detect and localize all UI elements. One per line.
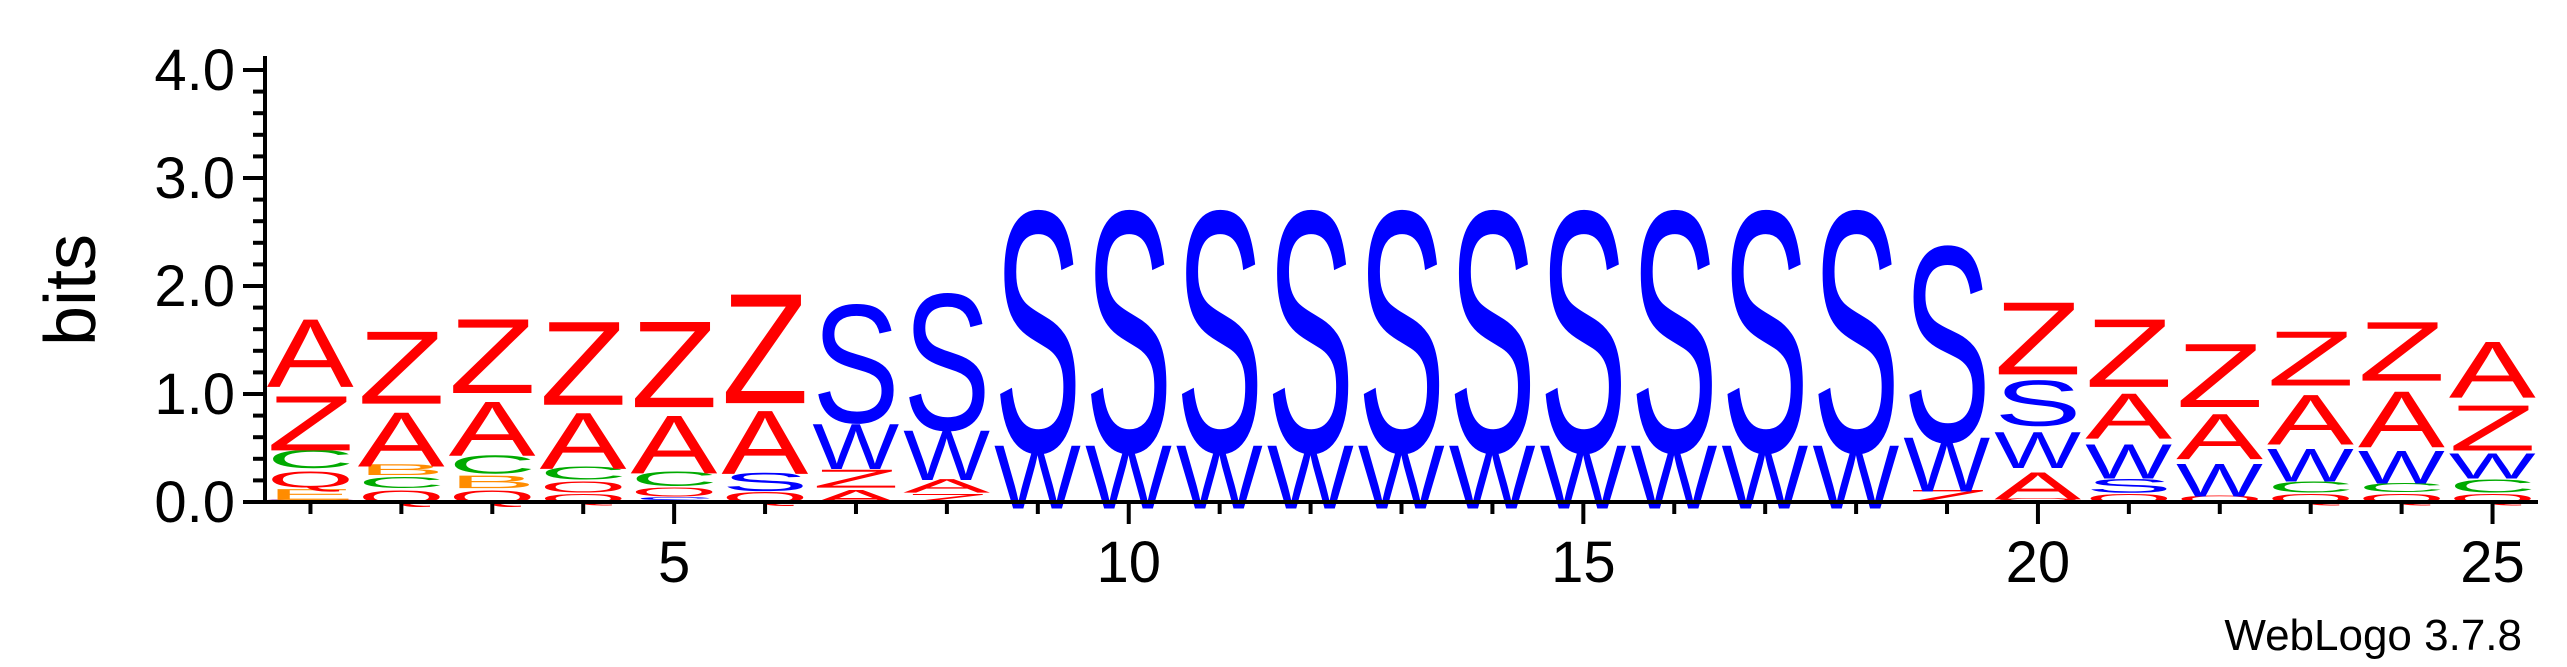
- logo-letter-a: A: [2358, 374, 2446, 464]
- logo-letter-s: S: [1176, 140, 1263, 525]
- logo-letter-b: B: [358, 461, 445, 478]
- logo-letter-a: A: [721, 391, 808, 493]
- logo-letter-z: Z: [358, 310, 445, 426]
- y-axis: 0.0 1.0 2.0 3.0 4.0: [154, 38, 267, 535]
- logo-letter-c: C: [630, 467, 717, 490]
- weblogo-credit: WebLogo 3.7.8: [2224, 611, 2522, 660]
- logo-letter-s: S: [1903, 189, 1990, 502]
- x-tick-label: 25: [2460, 530, 2525, 595]
- logo-letter-s: S: [1358, 140, 1445, 525]
- logo-letter-w: W: [1903, 422, 1990, 509]
- y-tick-label: 3.0: [154, 146, 235, 211]
- logo-letter-s: S: [1722, 140, 1809, 525]
- logo-letter-s: S: [1267, 140, 1354, 525]
- logo-letter-z: Z: [2267, 316, 2354, 403]
- logo-letter-w: W: [2267, 440, 2354, 492]
- plot-area: VEQCZAQCBAZQBCAZQOCAZSOCAZQSAZAZWSZAWSWS…: [267, 140, 2537, 528]
- x-tick-label: 20: [2006, 530, 2071, 595]
- logo-letter-b: B: [449, 472, 536, 493]
- logo-letter-s: S: [812, 270, 899, 459]
- logo-letter-o: O: [540, 478, 627, 496]
- logo-letter-z: Z: [267, 380, 354, 467]
- logo-letter-z: Z: [540, 297, 627, 431]
- logo-letter-c: C: [540, 463, 627, 483]
- logo-letter-w: W: [2449, 446, 2536, 487]
- logo-letter-e: E: [267, 486, 354, 503]
- logo-letter-z: Z: [449, 296, 536, 415]
- logo-letter-a: A: [630, 399, 717, 492]
- logo-letter-z: Z: [2358, 304, 2445, 398]
- logo-letter-a: A: [2176, 400, 2263, 473]
- logo-letter-z: Z: [1994, 281, 2081, 397]
- logo-letter-a: A: [267, 300, 354, 409]
- logo-letter-o: O: [2176, 493, 2263, 505]
- logo-letter-z: Z: [721, 261, 808, 437]
- y-tick-label: 0.0: [154, 470, 235, 535]
- logo-letter-s: S: [1812, 140, 1899, 525]
- x-tick-label: 10: [1096, 530, 1161, 595]
- logo-letter-w: W: [2085, 434, 2172, 490]
- logo-letter-s: S: [630, 495, 717, 504]
- logo-letter-s: S: [1631, 140, 1718, 525]
- logo-letter-s: S: [994, 140, 1081, 525]
- logo-letter-a: A: [2085, 380, 2172, 453]
- logo-letter-s: S: [903, 253, 990, 472]
- logo-letter-w: W: [2176, 455, 2263, 507]
- logo-letter-s: S: [1994, 366, 2081, 439]
- logo-letter-c: C: [449, 450, 536, 479]
- logo-letter-w: W: [2358, 442, 2445, 494]
- logo-letter-c: C: [267, 445, 354, 474]
- logo-letter-s: S: [2085, 475, 2172, 497]
- logo-letter-a: A: [2267, 380, 2354, 460]
- logo-letter-a: A: [449, 385, 536, 472]
- logo-letter-c: C: [2267, 478, 2354, 495]
- logo-letter-z: Z: [2449, 391, 2536, 464]
- x-tick-label: 5: [658, 530, 690, 595]
- logo-letter-a: A: [540, 396, 628, 486]
- logo-letter-o: O: [630, 485, 717, 500]
- y-axis-label: bits: [31, 234, 111, 346]
- y-tick-label: 1.0: [154, 362, 235, 427]
- logo-letter-c: C: [358, 474, 445, 491]
- y-tick-label: 4.0: [154, 38, 235, 103]
- x-axis: 5 10 15 20 25: [265, 500, 2538, 595]
- x-tick-label: 15: [1551, 530, 1616, 595]
- logo-letter-a: A: [358, 396, 445, 483]
- logo-letter-s: S: [1085, 140, 1172, 525]
- logo-letter-c: C: [2358, 480, 2445, 495]
- logo-letter-a: A: [2449, 325, 2537, 415]
- logo-letter-w: W: [1994, 420, 2081, 479]
- logo-letter-z: Z: [2176, 326, 2263, 427]
- logo-letter-s: S: [1540, 140, 1627, 525]
- logo-letter-w: W: [812, 410, 899, 483]
- logo-letter-q: Q: [267, 467, 354, 493]
- logo-letter-z: Z: [2085, 298, 2172, 407]
- logo-letter-a: A: [903, 475, 990, 497]
- logo-letter-w: W: [903, 416, 990, 496]
- logo-letter-z: Z: [812, 464, 899, 493]
- logo-letter-s: S: [1449, 140, 1536, 525]
- y-tick-label: 2.0: [154, 254, 235, 319]
- logo-letter-z: Z: [630, 296, 717, 434]
- logo-letter-s: S: [721, 467, 808, 496]
- logo-letter-c: C: [2449, 476, 2536, 496]
